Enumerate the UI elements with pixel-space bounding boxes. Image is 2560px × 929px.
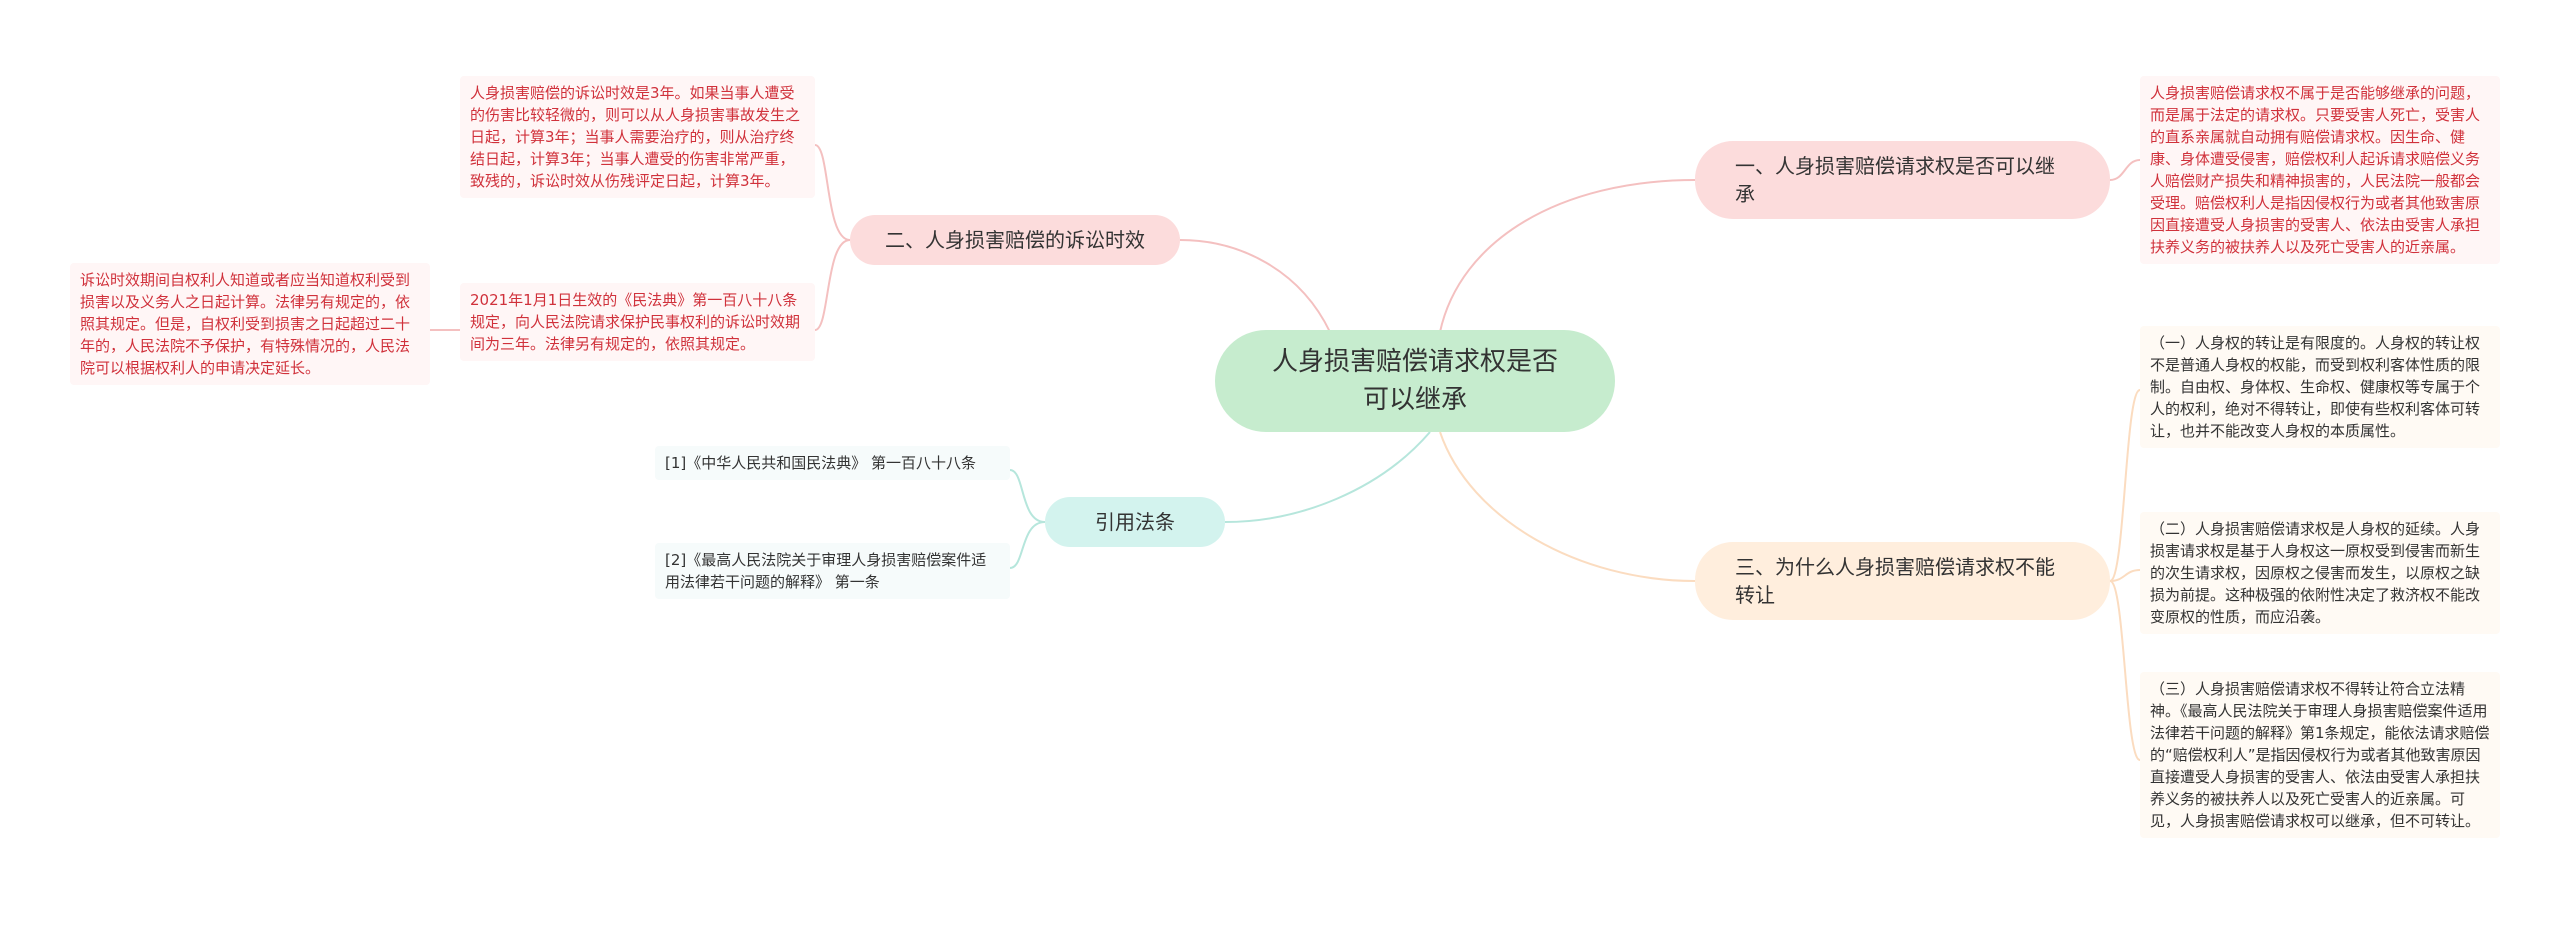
branch-cited-laws-label: 引用法条: [1095, 510, 1175, 534]
leaf-citation-civil-code[interactable]: [1]《中华人民共和国民法典》 第一百八十八条: [655, 446, 1010, 480]
branch-inheritance-label: 一、人身损害赔偿请求权是否可以继承: [1735, 154, 2055, 206]
leaf-limitation-three-years[interactable]: 人身损害赔偿的诉讼时效是3年。如果当事人遭受的伤害比较轻微的，则可以从人身损害事…: [460, 76, 815, 198]
leaf-limitation-start[interactable]: 诉讼时效期间自权利人知道或者应当知道权利受到损害以及义务人之日起计算。法律另有规…: [70, 263, 430, 385]
link-center-b1: [1439, 179, 1696, 333]
leaf-reason-two[interactable]: （二）人身损害赔偿请求权是人身权的延续。人身损害请求权是基于人身权这一原权受到侵…: [2140, 512, 2500, 634]
link-b3-l6: [1009, 521, 1046, 569]
branch-limitation-period-label: 二、人身损害赔偿的诉讼时效: [885, 228, 1145, 252]
branch-non-transferable[interactable]: 三、为什么人身损害赔偿请求权不能转让: [1695, 542, 2110, 620]
link-center-b2: [1179, 239, 1331, 333]
link-b2-l2: [814, 144, 851, 241]
leaf-citation-interpretation[interactable]: [2]《最高人民法院关于审理人身损害赔偿案件适用法律若干问题的解释》 第一条: [655, 543, 1010, 599]
link-b4-l7: [2109, 389, 2141, 582]
branch-non-transferable-label: 三、为什么人身损害赔偿请求权不能转让: [1735, 555, 2055, 607]
link-b1-l1: [2109, 159, 2141, 181]
leaf-reason-three[interactable]: （三）人身损害赔偿请求权不得转让符合立法精神。《最高人民法院关于审理人身损害赔偿…: [2140, 672, 2500, 838]
branch-limitation-period[interactable]: 二、人身损害赔偿的诉讼时效: [850, 215, 1180, 265]
leaf-inheritance-detail[interactable]: 人身损害赔偿请求权不属于是否能够继承的问题，而是属于法定的请求权。只要受害人死亡…: [2140, 76, 2500, 264]
link-b4-l8: [2109, 569, 2141, 582]
link-center-b3: [1224, 431, 1431, 523]
link-b2-l3: [814, 239, 851, 331]
link-b4-l9: [2109, 580, 2141, 761]
central-topic-label: 人身损害赔偿请求权是否可以继承: [1271, 347, 1558, 415]
link-b3-l5: [1009, 469, 1046, 523]
central-topic[interactable]: 人身损害赔偿请求权是否可以继承: [1215, 330, 1615, 432]
leaf-civil-code-188[interactable]: 2021年1月1日生效的《民法典》第一百八十八条规定，向人民法院请求保护民事权利…: [460, 283, 815, 361]
link-center-b4: [1439, 431, 1696, 582]
branch-cited-laws[interactable]: 引用法条: [1045, 497, 1225, 547]
leaf-reason-one[interactable]: （一）人身权的转让是有限度的。人身权的转让权不是普通人身权的权能，而受到权利客体…: [2140, 326, 2500, 448]
branch-inheritance[interactable]: 一、人身损害赔偿请求权是否可以继承: [1695, 141, 2110, 219]
